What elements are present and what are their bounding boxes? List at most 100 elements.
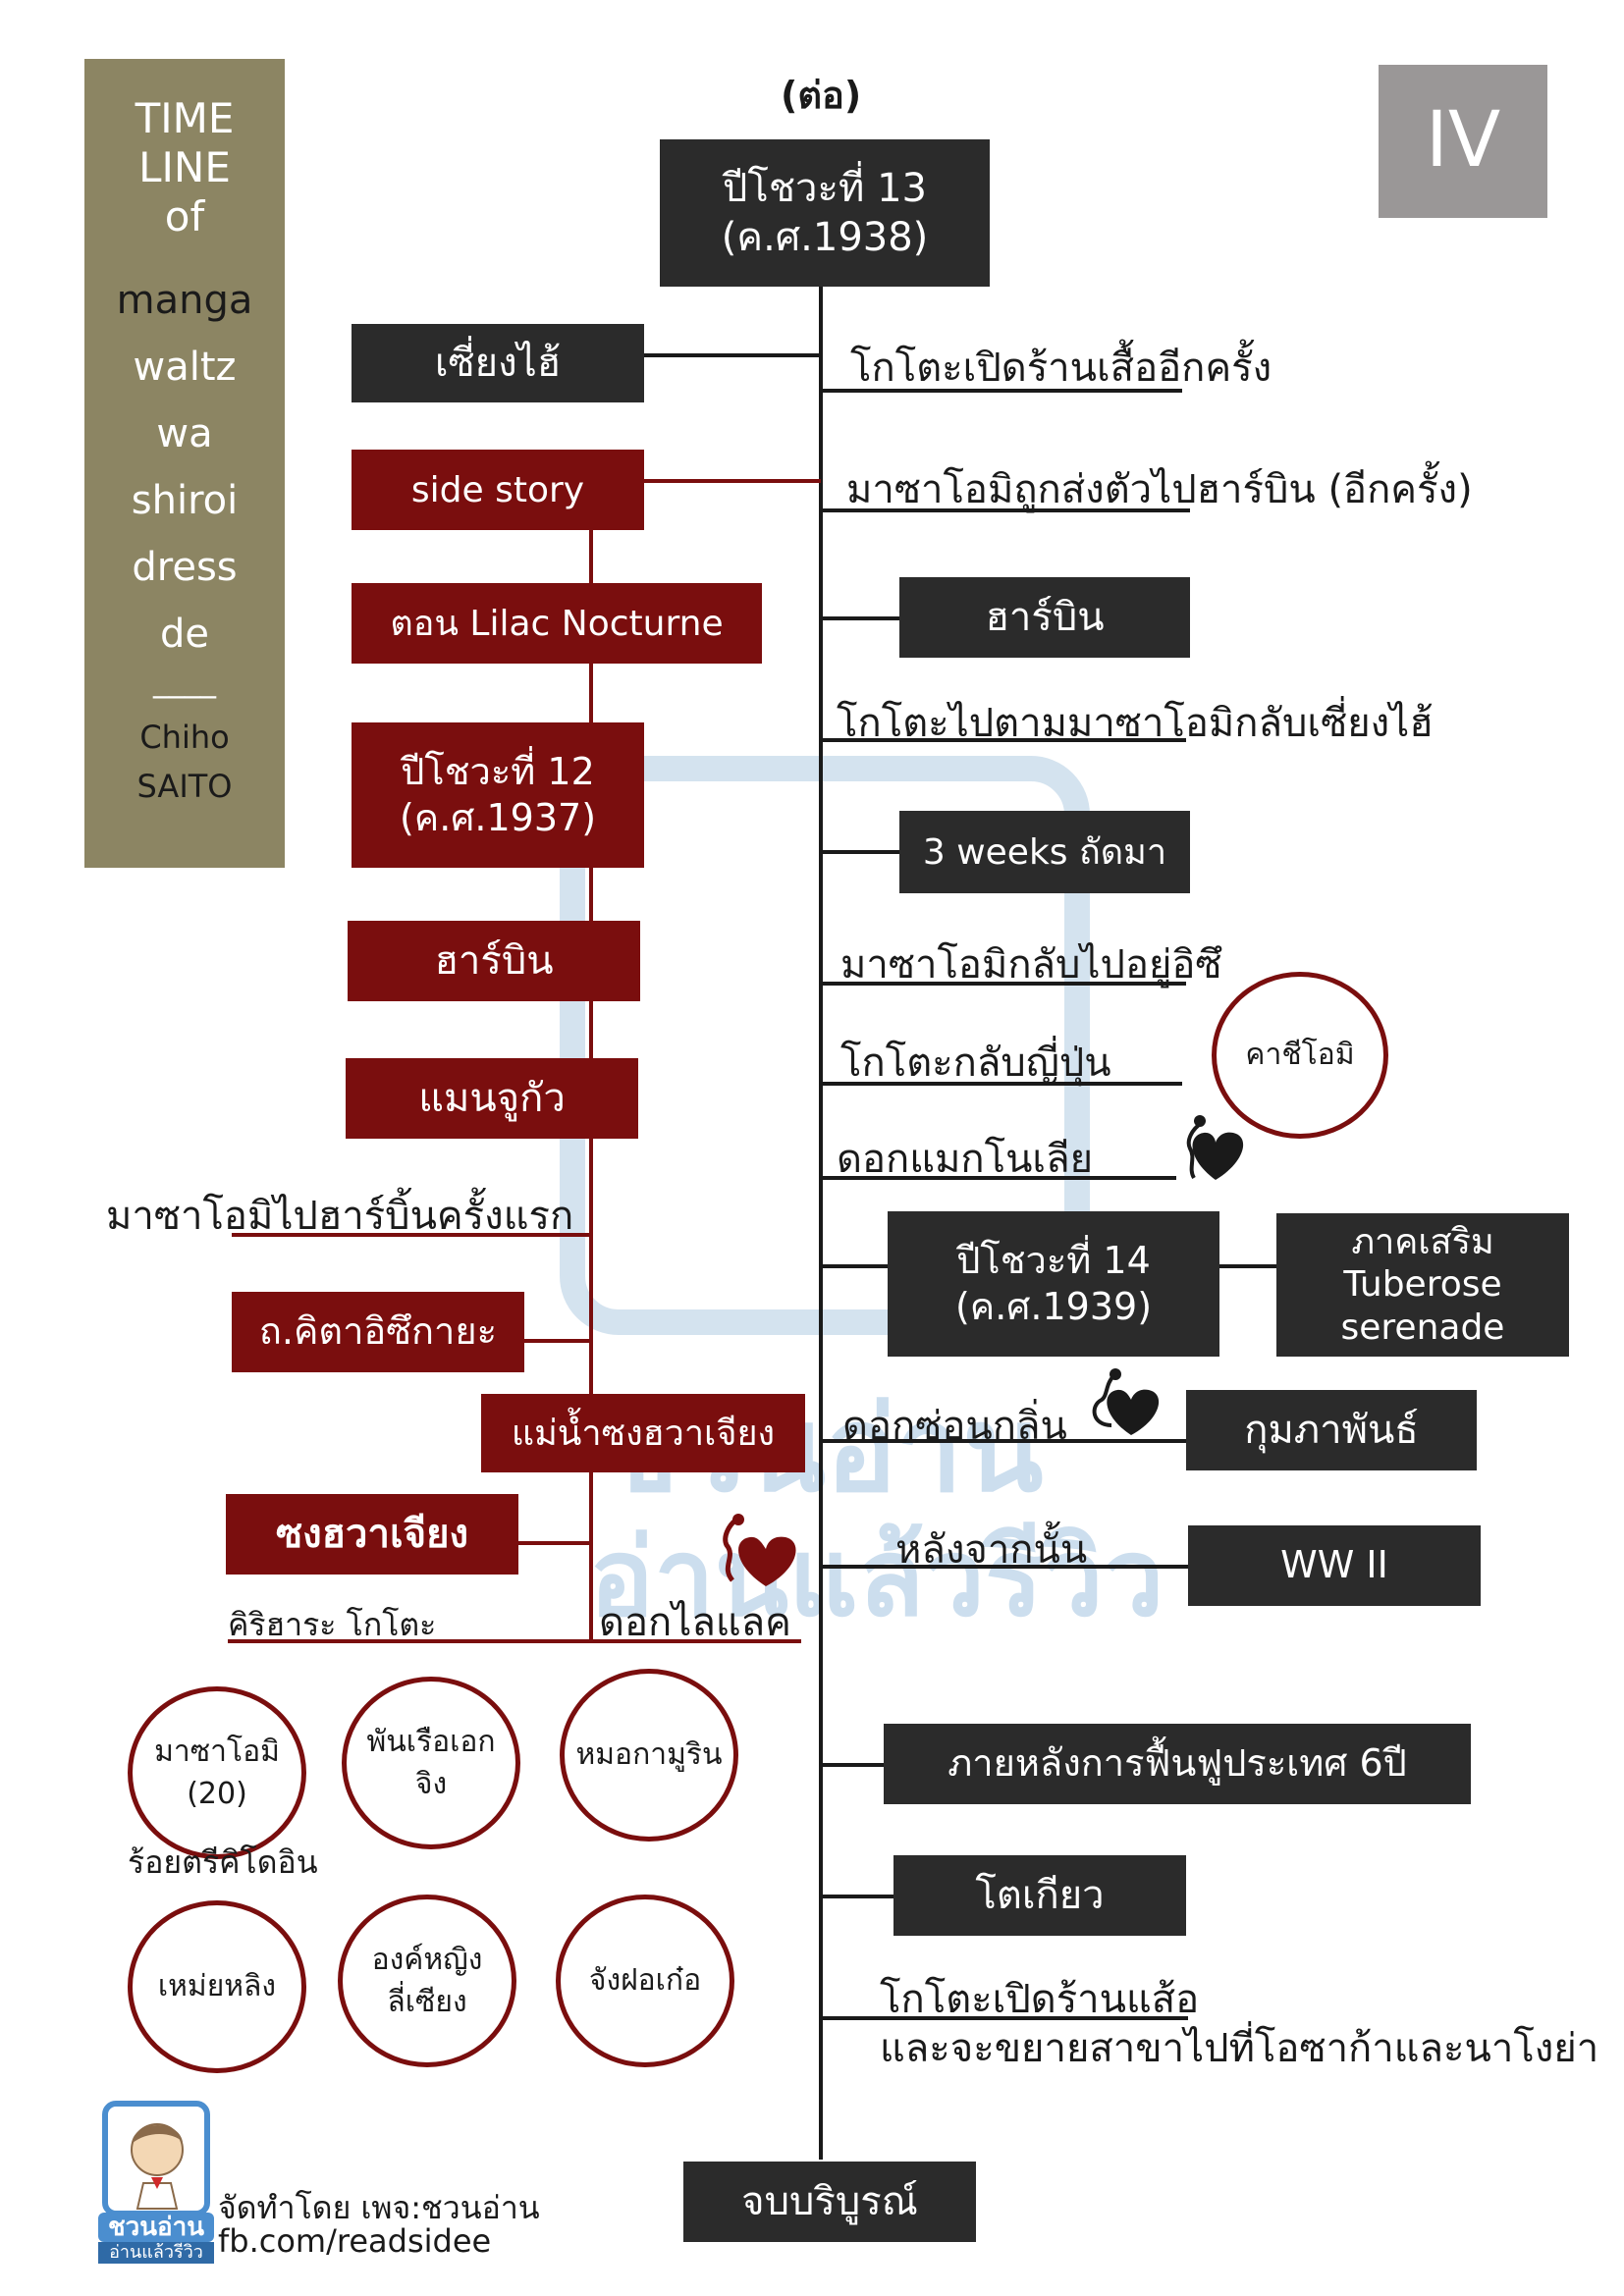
harbin-left-label: ฮาร์บิน (434, 938, 554, 984)
sidebar-title-panel: TIME LINE of manga waltz wa shiroi dress… (84, 59, 285, 868)
main-timeline-axis (819, 285, 823, 2160)
lilac-flower-label: ดอกไลแลค (599, 1600, 791, 1645)
start-year-line: (ค.ศ.1938) (721, 215, 929, 260)
avatar-icon (131, 2123, 184, 2210)
sidebar-title-line: of (164, 192, 205, 240)
circle-phan-line: พันเรือเอก (366, 1724, 496, 1759)
footer-logo: ชวนอ่าน อ่านแล้วรีวิว (98, 2101, 214, 2264)
harbin-left-box: ฮาร์บิน (348, 921, 640, 1001)
circle-masaomi-line: มาซาโอมิ (154, 1734, 280, 1769)
harbin-right-label: ฮาร์บิน (985, 595, 1105, 640)
volume-badge: IV (1379, 65, 1547, 218)
circle-zhang-label: จังฝอเก๋อ (588, 1963, 702, 1999)
bottom-left-base-line (228, 1639, 801, 1643)
sidebar-manga-line: shiroi (131, 478, 239, 523)
songhua-label: ซงฮวาเจียง (275, 1512, 469, 1557)
extra-connector (1219, 1264, 1276, 1268)
circle-kashiomi-label: คาชีโอมิ (1245, 1038, 1355, 1073)
circle-phan: พันเรือเอก จิง (342, 1677, 520, 1849)
end-box: จบบริบูรณ์ (683, 2162, 976, 2242)
shanghai-label: เซี่ยงไฮ้ (434, 341, 562, 386)
footer-logo-frame (102, 2101, 210, 2216)
kirihara-label: คิริฮาระ โกโตะ (228, 1606, 437, 1643)
circle-zhang: จังฝอเก๋อ (556, 1895, 734, 2067)
start-year-line: ปีโชวะที่ 13 (723, 166, 927, 211)
end-label: จบบริบูรณ์ (741, 2179, 918, 2224)
sidebar-author-line: Chiho (139, 719, 230, 756)
event-open-shop-final-underline (823, 2016, 1188, 2020)
event-sent-harbin-underline (823, 508, 1190, 512)
heart-flower-icon (1092, 1368, 1160, 1435)
first-trip-text: มาซาโอมิไปฮาร์บิ้นครั้งแรก (106, 1194, 574, 1239)
year14-line: (ค.ศ.1939) (954, 1285, 1153, 1328)
event-after-that: หลังจากนั้น (895, 1527, 1088, 1573)
harbin-right-box: ฮาร์บิน (899, 577, 1190, 658)
year12-line: ปีโชวะที่ 12 (401, 749, 595, 793)
extra-story-line: serenade (1340, 1307, 1505, 1348)
after-recovery-label: ภายหลังการฟื้นฟูประเทศ 6ปี (947, 1741, 1407, 1786)
circle-princess-line: องค์หญิง (371, 1942, 483, 1977)
circle-princess: องค์หญิง ลี่เซียง (338, 1895, 516, 2067)
year14-connector (823, 1264, 888, 1268)
after-recovery-connector (823, 1763, 884, 1767)
side-story-box: side story (352, 450, 644, 530)
continued-label: (ต่อ) (781, 74, 862, 117)
three-weeks-connector (823, 850, 899, 854)
sidebar-author-line: SAITO (136, 768, 233, 805)
footer-url[interactable]: fb.com/readsidee (218, 2222, 492, 2260)
sidebar-manga-line: wa (156, 411, 213, 456)
sidebar-manga-line: waltz (133, 345, 237, 390)
first-trip-underline (232, 1233, 591, 1237)
circle-masaomi: มาซาโอมิ (20) (128, 1686, 306, 1859)
manchukuo-label: แมนจูกัว (418, 1076, 566, 1121)
street-connector (524, 1339, 591, 1343)
event-bring-back: โกโตะไปตามมาซาโอมิกลับเซี่ยงไฮ้ (837, 701, 1434, 746)
sidebar-manga-line: de (160, 612, 209, 657)
lilac-episode-box: ตอน Lilac Nocturne (352, 583, 762, 664)
side-story-label: side story (410, 469, 585, 510)
event-reopen-shop-underline (823, 389, 1182, 393)
sidebar-title-line: LINE (138, 143, 231, 191)
event-sent-harbin: มาซาโอมิถูกส่งตัวไปฮาร์บิน (อีกครั้ง) (846, 467, 1473, 512)
year14-box: ปีโชวะที่ 14 (ค.ศ.1939) (888, 1211, 1219, 1357)
circle-meilin-label: เหม่ยหลิง (157, 1969, 277, 2004)
extra-story-line: Tuberose (1343, 1264, 1502, 1306)
footer-logo-text-bottom: อ่านแล้วรีวิว (98, 2242, 214, 2264)
songhua-connector (518, 1541, 591, 1545)
tokyo-label: โตเกียว (975, 1873, 1105, 1918)
february-label: กุมภาพันธ์ (1244, 1408, 1419, 1453)
songhua-box: ซงฮวาเจียง (226, 1494, 518, 1575)
sidebar-manga-line: dress (132, 545, 238, 590)
shanghai-connector (644, 353, 821, 357)
lilac-episode-label: ตอน Lilac Nocturne (390, 603, 724, 644)
watermark-text-bottom: อ่านแล้วรีวิว (589, 1515, 1164, 1640)
volume-badge-label: IV (1425, 96, 1501, 186)
event-back-izu: มาซาโอมิกลับไปอยู่อิซึ (840, 942, 1222, 988)
three-weeks-box: 3 weeks ถัดมา (899, 811, 1190, 893)
extra-story-line: ภาคเสริม (1351, 1222, 1494, 1263)
shanghai-box: เซี่ยงไฮ้ (352, 324, 644, 402)
circle-doctor: หมอกามูริน (560, 1669, 738, 1842)
event-magnolia-underline (823, 1176, 1176, 1180)
february-box: กุมภาพันธ์ (1186, 1390, 1477, 1470)
heart-flower-icon (1186, 1115, 1244, 1180)
heart-flower-icon (723, 1514, 796, 1586)
street-box: ถ.คิตาอิซึกายะ (232, 1292, 524, 1372)
footer-logo-text-top: ชวนอ่าน (98, 2213, 214, 2242)
masaomi-rank-label: ร้อยตรีคิโดอิน (128, 1843, 318, 1881)
event-tuberose-connector (823, 1439, 1186, 1443)
circle-masaomi-line: (20) (187, 1777, 247, 1811)
sidebar-title-line: TIME (135, 94, 235, 142)
year14-line: ปีโชวะที่ 14 (956, 1238, 1151, 1282)
event-bring-back-underline (823, 738, 1186, 742)
event-expand-branches: และจะขยายสาขาไปที่โอซาก้าและนาโงย่า (880, 2026, 1599, 2071)
event-goto-japan-underline (823, 1082, 1182, 1086)
event-magnolia: ดอกแมกโนเลีย (837, 1137, 1094, 1182)
year12-box: ปีโชวะที่ 12 (ค.ศ.1937) (352, 722, 644, 868)
circle-meilin: เหม่ยหลิง (128, 1900, 306, 2073)
river-label: แม่น้ำซงฮวาเจียง (511, 1413, 776, 1454)
street-label: ถ.คิตาอิซึกายะ (258, 1309, 498, 1354)
after-recovery-box: ภายหลังการฟื้นฟูประเทศ 6ปี (884, 1724, 1471, 1804)
sidebar-manga-line: manga (116, 278, 253, 323)
year12-line: (ค.ศ.1937) (399, 796, 597, 839)
